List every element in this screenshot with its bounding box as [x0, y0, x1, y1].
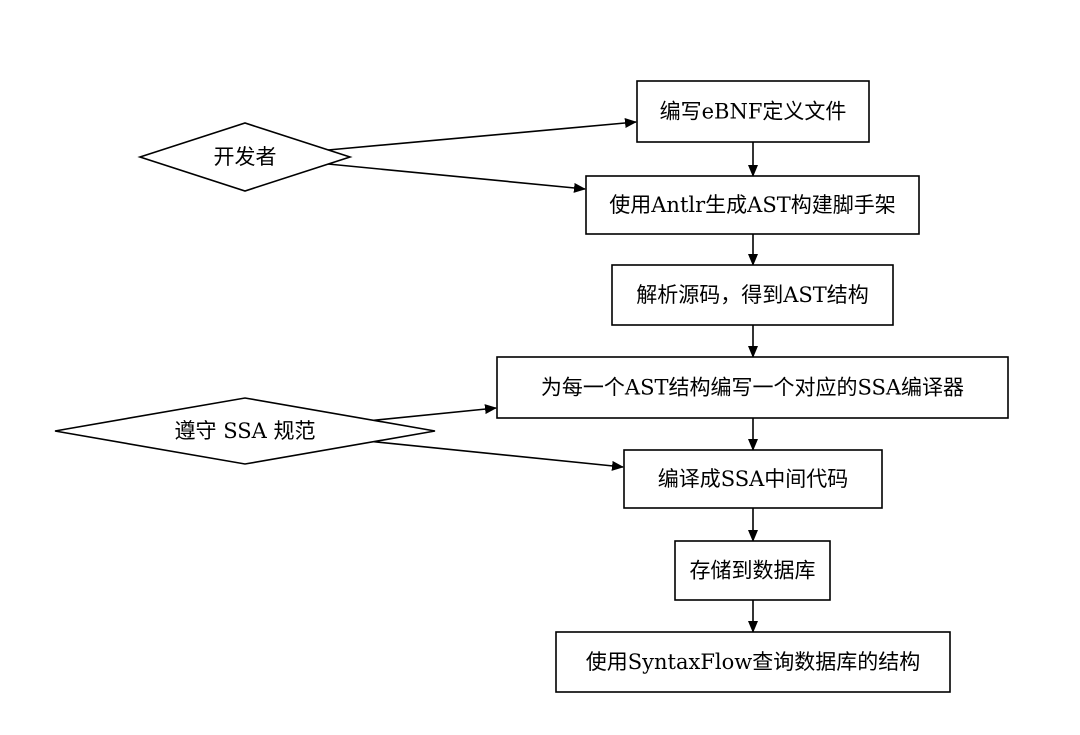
parse-source-label: 解析源码，得到AST结构	[636, 283, 869, 307]
query-syntaxflow-label: 使用SyntaxFlow查询数据库的结构	[586, 650, 920, 674]
process-box	[585, 175, 920, 235]
diamond-shape	[137, 122, 353, 192]
step-write-ebnf: 编写eBNF定义文件	[636, 80, 870, 143]
edge-ssa-spec-to-write-compilers	[366, 404, 497, 422]
process-box	[674, 540, 831, 601]
edges	[327, 118, 758, 633]
edge-ssa-spec-to-compile-ssa	[366, 440, 624, 471]
compile-ssa-label: 编译成SSA中间代码	[658, 467, 849, 491]
diamond-shape	[54, 397, 436, 465]
step-compile-ssa: 编译成SSA中间代码	[623, 449, 883, 509]
write-compilers-label: 为每一个AST结构编写一个对应的SSA编译器	[541, 376, 964, 400]
step-antlr-scaffold: 使用Antlr生成AST构建脚手架	[585, 175, 920, 235]
process-box	[623, 449, 883, 509]
step-write-compilers: 为每一个AST结构编写一个对应的SSA编译器	[496, 356, 1009, 419]
antlr-scaffold-label: 使用Antlr生成AST构建脚手架	[609, 193, 895, 217]
process-box	[496, 356, 1009, 419]
step-query-syntaxflow: 使用SyntaxFlow查询数据库的结构	[555, 631, 951, 693]
actor-developer: 开发者	[137, 122, 353, 192]
ssa-spec-label: 遵守 SSA 规范	[175, 419, 316, 443]
edge-developer-to-write-ebnf	[327, 118, 637, 151]
step-store-db: 存储到数据库	[674, 540, 831, 601]
edge-developer-to-antlr-scaffold	[327, 163, 586, 193]
process-box	[611, 264, 894, 326]
store-db-label: 存储到数据库	[690, 559, 816, 583]
actor-ssa-spec: 遵守 SSA 规范	[54, 397, 436, 465]
write-ebnf-label: 编写eBNF定义文件	[660, 100, 847, 124]
process-box	[636, 80, 870, 143]
developer-label: 开发者	[214, 145, 277, 169]
process-box	[555, 631, 951, 693]
step-parse-source: 解析源码，得到AST结构	[611, 264, 894, 326]
